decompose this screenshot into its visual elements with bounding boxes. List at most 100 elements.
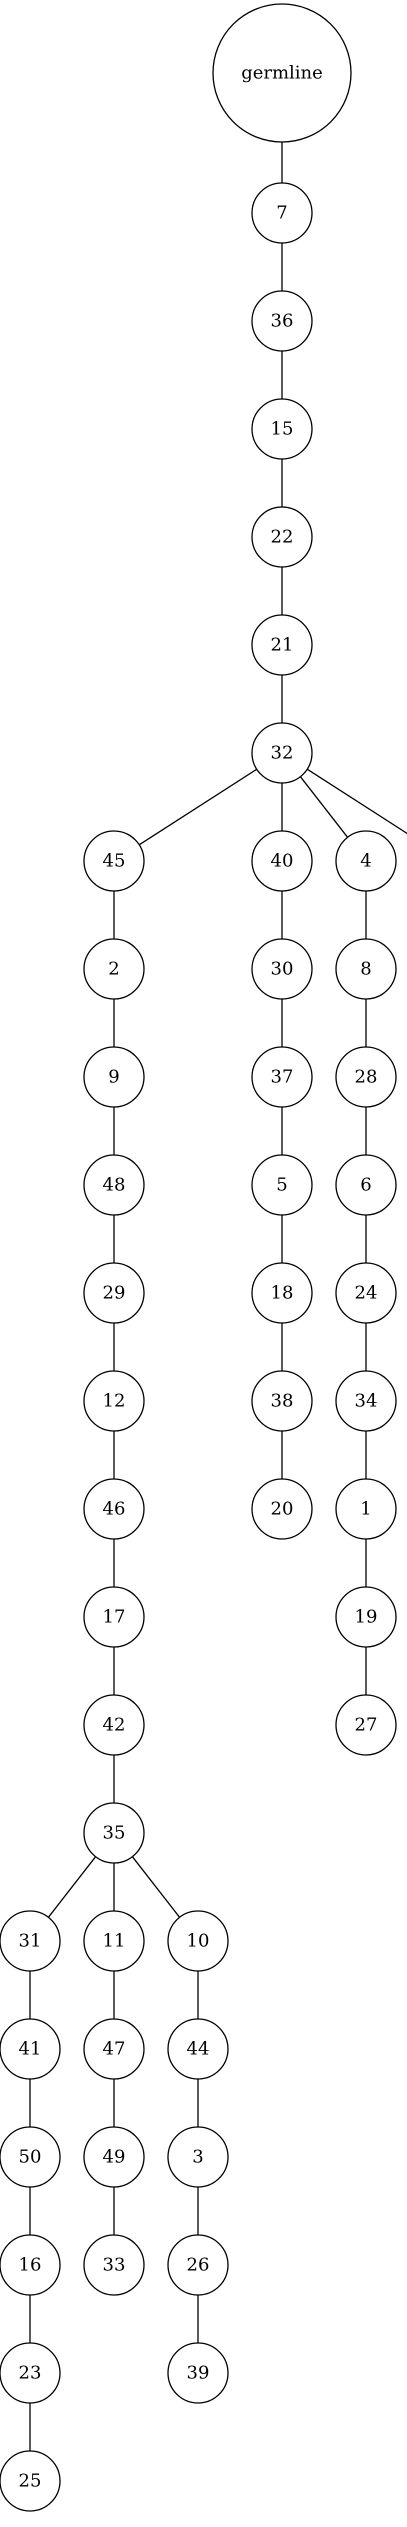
node-label: 23 <box>19 2363 42 2384</box>
tree-node: 36 <box>251 290 313 352</box>
tree-node: 10 <box>167 1910 229 1972</box>
tree-edge <box>299 776 349 838</box>
node-label: 7 <box>276 203 287 224</box>
node-circle <box>251 1262 313 1324</box>
node-label: 9 <box>108 1067 119 1088</box>
node-label: 18 <box>271 1283 294 1304</box>
node-label: 17 <box>103 1607 126 1628</box>
node-label: 15 <box>271 419 294 440</box>
node-label: 36 <box>271 311 294 332</box>
node-label: 8 <box>360 959 371 980</box>
node-circle <box>83 830 145 892</box>
node-label: 48 <box>103 1175 126 1196</box>
node-circle <box>83 1370 145 1432</box>
tree-node: 33 <box>83 2234 145 2296</box>
node-label: 44 <box>187 2039 210 2060</box>
tree-node: 32 <box>251 722 313 784</box>
node-circle <box>335 1370 397 1432</box>
tree-node: 2 <box>83 938 145 1000</box>
tree-node: 23 <box>0 2342 61 2404</box>
tree-node: 28 <box>335 1046 397 1108</box>
node-circle <box>167 2234 229 2296</box>
node-label: 3 <box>192 2147 203 2168</box>
node-label: 11 <box>103 1931 126 1952</box>
node-label: 32 <box>271 743 294 764</box>
node-circle <box>251 614 313 676</box>
tree-node: 48 <box>83 1154 145 1216</box>
node-circle <box>83 938 145 1000</box>
node-label: 20 <box>271 1499 294 1520</box>
node-label: 22 <box>271 527 294 548</box>
node-circle <box>0 2342 61 2404</box>
nodes-layer: germline73615222132454042129482912461742… <box>0 3 397 2512</box>
tree-node: 45 <box>83 830 145 892</box>
node-label: 38 <box>271 1391 294 1412</box>
node-circle <box>83 1046 145 1108</box>
node-circle <box>83 1802 145 1864</box>
tree-node: 34 <box>335 1370 397 1432</box>
node-circle <box>251 1370 313 1432</box>
node-circle <box>0 2234 61 2296</box>
tree-node: 22 <box>251 506 313 568</box>
tree-node: 12 <box>83 1370 145 1432</box>
node-label: 27 <box>355 1715 378 1736</box>
tree-node: 9 <box>83 1046 145 1108</box>
node-circle <box>335 1154 397 1216</box>
tree-node: 6 <box>335 1154 397 1216</box>
tree-node: 21 <box>251 614 313 676</box>
node-circle <box>83 2018 145 2080</box>
node-circle <box>251 1154 313 1216</box>
tree-node: 27 <box>335 1694 397 1756</box>
tree-node: 3 <box>167 2126 229 2188</box>
node-circle <box>83 1154 145 1216</box>
node-circle <box>335 1478 397 1540</box>
node-circle <box>335 1262 397 1324</box>
tree-node: 15 <box>251 398 313 460</box>
node-label: 42 <box>103 1715 126 1736</box>
node-circle <box>251 398 313 460</box>
node-label: 31 <box>19 1931 42 1952</box>
tree-node: 25 <box>0 2450 61 2512</box>
node-circle <box>251 1478 313 1540</box>
tree-node: 20 <box>251 1478 313 1540</box>
node-label: 5 <box>276 1175 287 1196</box>
tree-node: 41 <box>0 2018 61 2080</box>
node-label: 37 <box>271 1067 294 1088</box>
node-label: 46 <box>103 1499 126 1520</box>
node-circle <box>0 2126 61 2188</box>
node-label: 34 <box>355 1391 378 1412</box>
node-circle <box>335 1694 397 1756</box>
tree-node: 46 <box>83 1478 145 1540</box>
node-label: 1 <box>360 1499 371 1520</box>
tree-node: 49 <box>83 2126 145 2188</box>
node-label: 39 <box>187 2363 210 2384</box>
tree-edge <box>131 1856 181 1918</box>
tree-edge <box>138 768 258 846</box>
node-circle <box>0 1910 61 1972</box>
node-label: 40 <box>271 851 294 872</box>
node-label: 45 <box>103 851 126 872</box>
tree-node: 39 <box>167 2342 229 2404</box>
node-label: 49 <box>103 2147 126 2168</box>
node-label: germline <box>241 63 323 84</box>
node-circle <box>251 182 313 244</box>
tree-node: 31 <box>0 1910 61 1972</box>
node-circle <box>251 506 313 568</box>
tree-node: 40 <box>251 830 313 892</box>
tree-node: 7 <box>251 182 313 244</box>
node-circle <box>251 938 313 1000</box>
node-label: 30 <box>271 959 294 980</box>
tree-node: 1 <box>335 1478 397 1540</box>
node-label: 29 <box>103 1283 126 1304</box>
node-label: 4 <box>360 851 371 872</box>
tree-node: 4 <box>335 830 397 892</box>
tree-node: 35 <box>83 1802 145 1864</box>
tree-node: 19 <box>335 1586 397 1648</box>
node-circle <box>335 1046 397 1108</box>
node-circle <box>83 2126 145 2188</box>
tree-node: 47 <box>83 2018 145 2080</box>
node-circle <box>83 1910 145 1972</box>
edges-layer <box>29 142 407 2451</box>
tree-edge <box>47 1856 97 1918</box>
